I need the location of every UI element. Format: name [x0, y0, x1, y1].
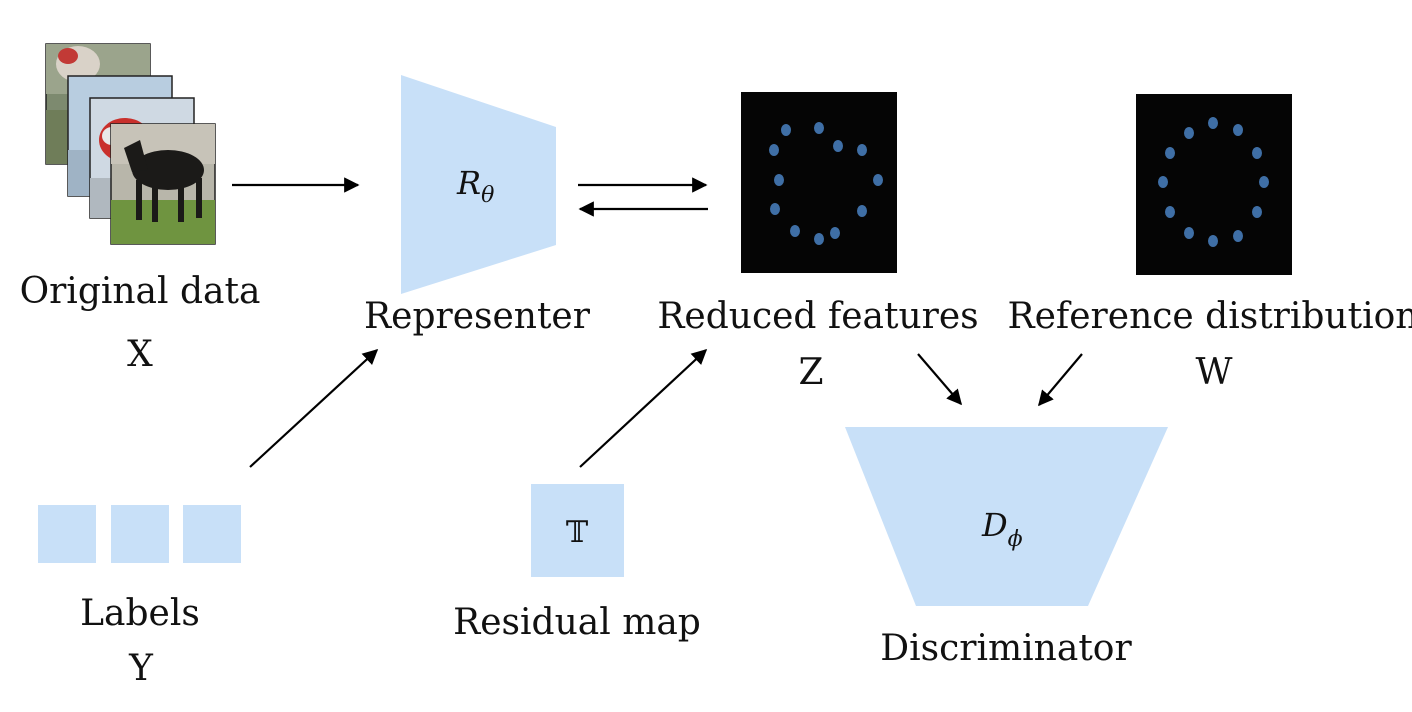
reference-distribution-dots — [1158, 117, 1269, 247]
discriminator-symbol-sub: ϕ — [1008, 527, 1023, 552]
label-block-1 — [38, 505, 96, 563]
discriminator-block — [845, 427, 1168, 606]
arrow-reference-to-discriminator — [1038, 353, 1083, 407]
arrow-features-to-discriminator — [917, 353, 963, 406]
discriminator-symbol: Dϕ — [981, 506, 1023, 552]
reduced-features-label: Reduced features — [657, 296, 978, 337]
image-stack-icon — [45, 43, 216, 245]
arrow-labels-to-representer — [249, 348, 379, 468]
representer-label: Representer — [364, 296, 591, 337]
residual-map-label: Residual map — [453, 602, 701, 643]
horse-thumbnail-icon — [110, 123, 216, 245]
representer-symbol-sub: θ — [481, 183, 494, 208]
label-block-3 — [183, 505, 241, 563]
reduced-features-symbol: Z — [798, 352, 823, 393]
labels-label: Labels — [80, 593, 200, 634]
discriminator-symbol-base: D — [981, 506, 1008, 544]
discriminator-label: Discriminator — [880, 628, 1132, 669]
residual-map-symbol: 𝕋 — [566, 515, 589, 550]
arrow-residual-to-features — [579, 348, 708, 468]
representer-block — [401, 75, 556, 294]
reduced-features-dots — [769, 122, 883, 245]
reference-distribution-label: Reference distribution — [1008, 296, 1412, 337]
label-block-icon — [38, 505, 241, 563]
label-block-2 — [111, 505, 169, 563]
representer-symbol: Rθ — [456, 164, 494, 208]
residual-map-block — [531, 484, 624, 577]
reference-distribution-symbol: W — [1195, 352, 1232, 393]
representer-symbol-base: R — [456, 164, 481, 202]
original-data-label: Original data — [20, 271, 261, 312]
scatter-panel-icon — [1136, 94, 1292, 275]
labels-symbol: Y — [128, 648, 154, 689]
original-data-symbol: X — [127, 334, 153, 375]
scatter-panel-icon — [741, 92, 897, 273]
